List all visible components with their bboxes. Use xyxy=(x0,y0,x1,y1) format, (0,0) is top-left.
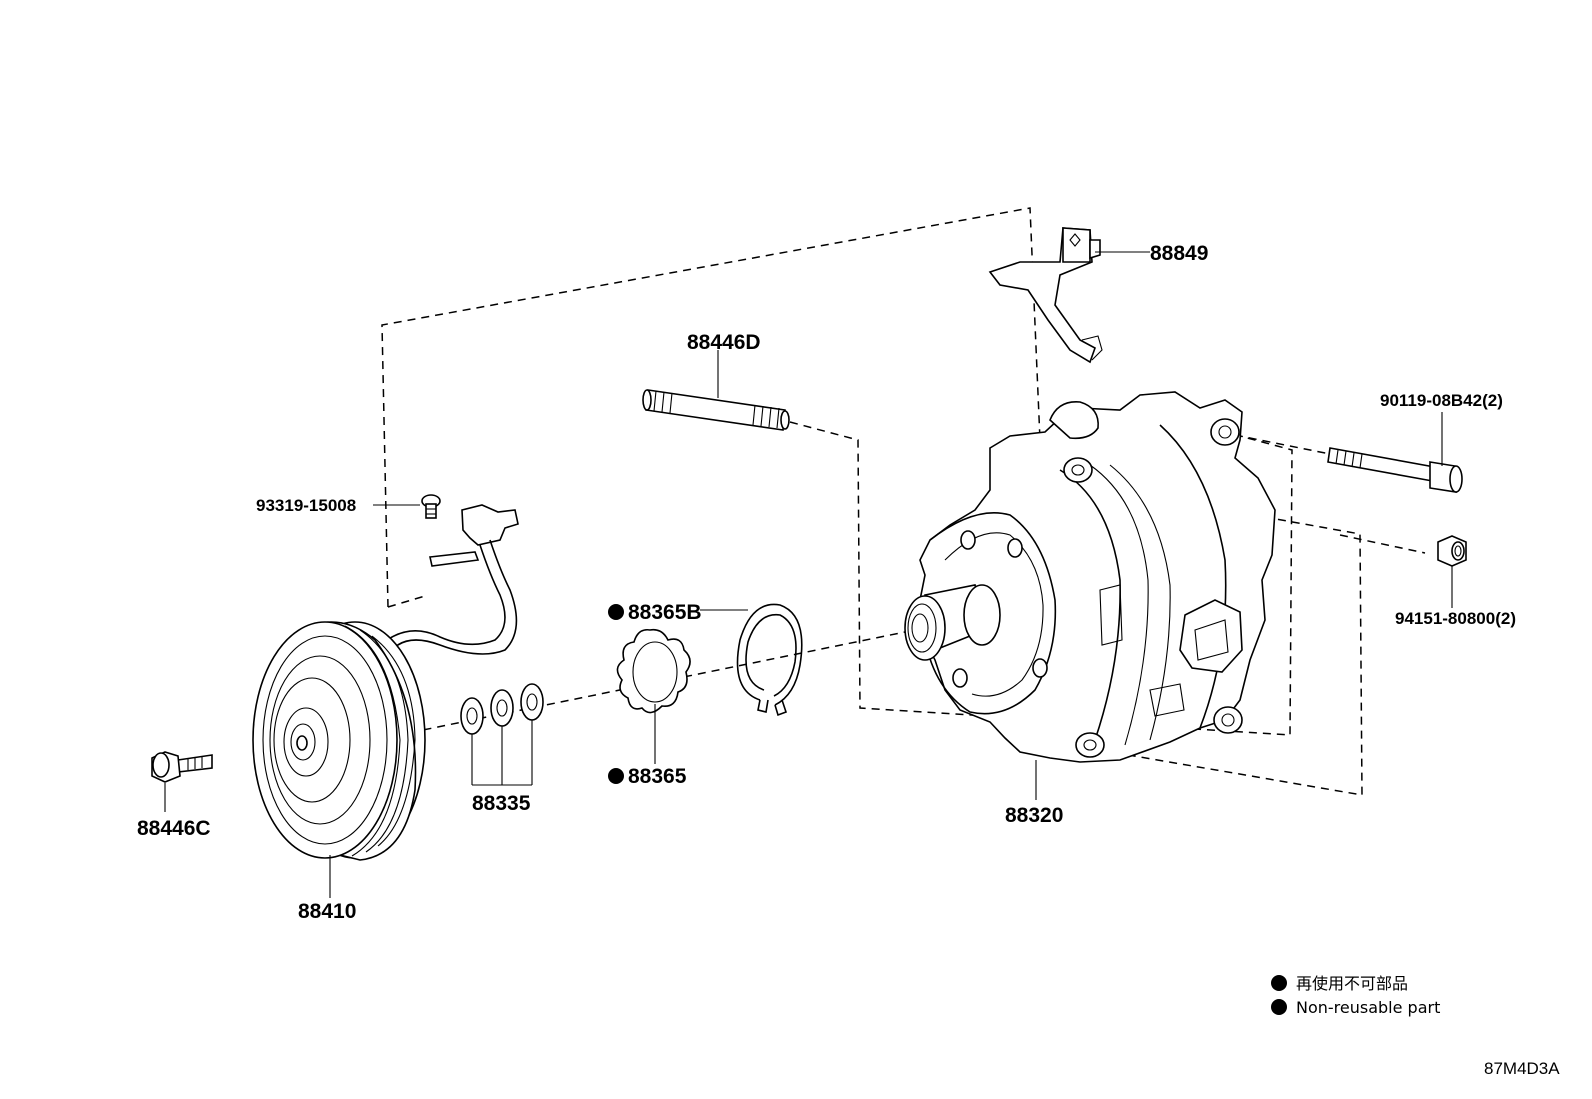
compressor-88320 xyxy=(904,391,1276,763)
label-88410: 88410 xyxy=(298,900,356,923)
legend-bullet xyxy=(1271,999,1287,1015)
diagram-code: 87M4D3A xyxy=(1484,1059,1560,1078)
label-90119-08b42: 90119-08B42(2) xyxy=(1380,391,1503,410)
snap-ring-88365b xyxy=(736,603,803,717)
bolt-88446c xyxy=(151,751,213,783)
label-88849: 88849 xyxy=(1150,242,1208,265)
retainer-88365 xyxy=(616,628,691,714)
legend-text-japanese: 再使用不可部品 xyxy=(1296,974,1408,993)
bolt-90119 xyxy=(1327,447,1463,493)
harness-connector xyxy=(374,504,519,661)
nut-94151 xyxy=(1437,535,1467,567)
legend-text-english: Non-reusable part xyxy=(1296,998,1440,1017)
label-88365b: 88365B xyxy=(628,601,702,624)
label-88335: 88335 xyxy=(472,792,531,815)
label-93319-15008: 93319-15008 xyxy=(256,496,356,515)
legend-bullet xyxy=(1271,975,1287,991)
stud-88446d xyxy=(642,389,790,431)
leader-lines xyxy=(164,251,1453,898)
label-94151-80800: 94151-80800(2) xyxy=(1395,609,1516,628)
label-88446d: 88446D xyxy=(687,331,761,354)
label-88320: 88320 xyxy=(1005,804,1063,827)
bracket-88849 xyxy=(988,227,1103,364)
screw-93319 xyxy=(421,494,441,519)
label-88365: 88365 xyxy=(628,765,687,788)
label-88446c: 88446C xyxy=(137,817,211,840)
part-labels: 88849 88446D 90119-08B42(2) 93319-15008 … xyxy=(137,242,1516,923)
legend: 再使用不可部品 Non-reusable part xyxy=(1271,974,1440,1017)
pulley-88410 xyxy=(252,621,426,861)
non-reusable-marker xyxy=(608,604,624,620)
non-reusable-marker xyxy=(608,768,624,784)
